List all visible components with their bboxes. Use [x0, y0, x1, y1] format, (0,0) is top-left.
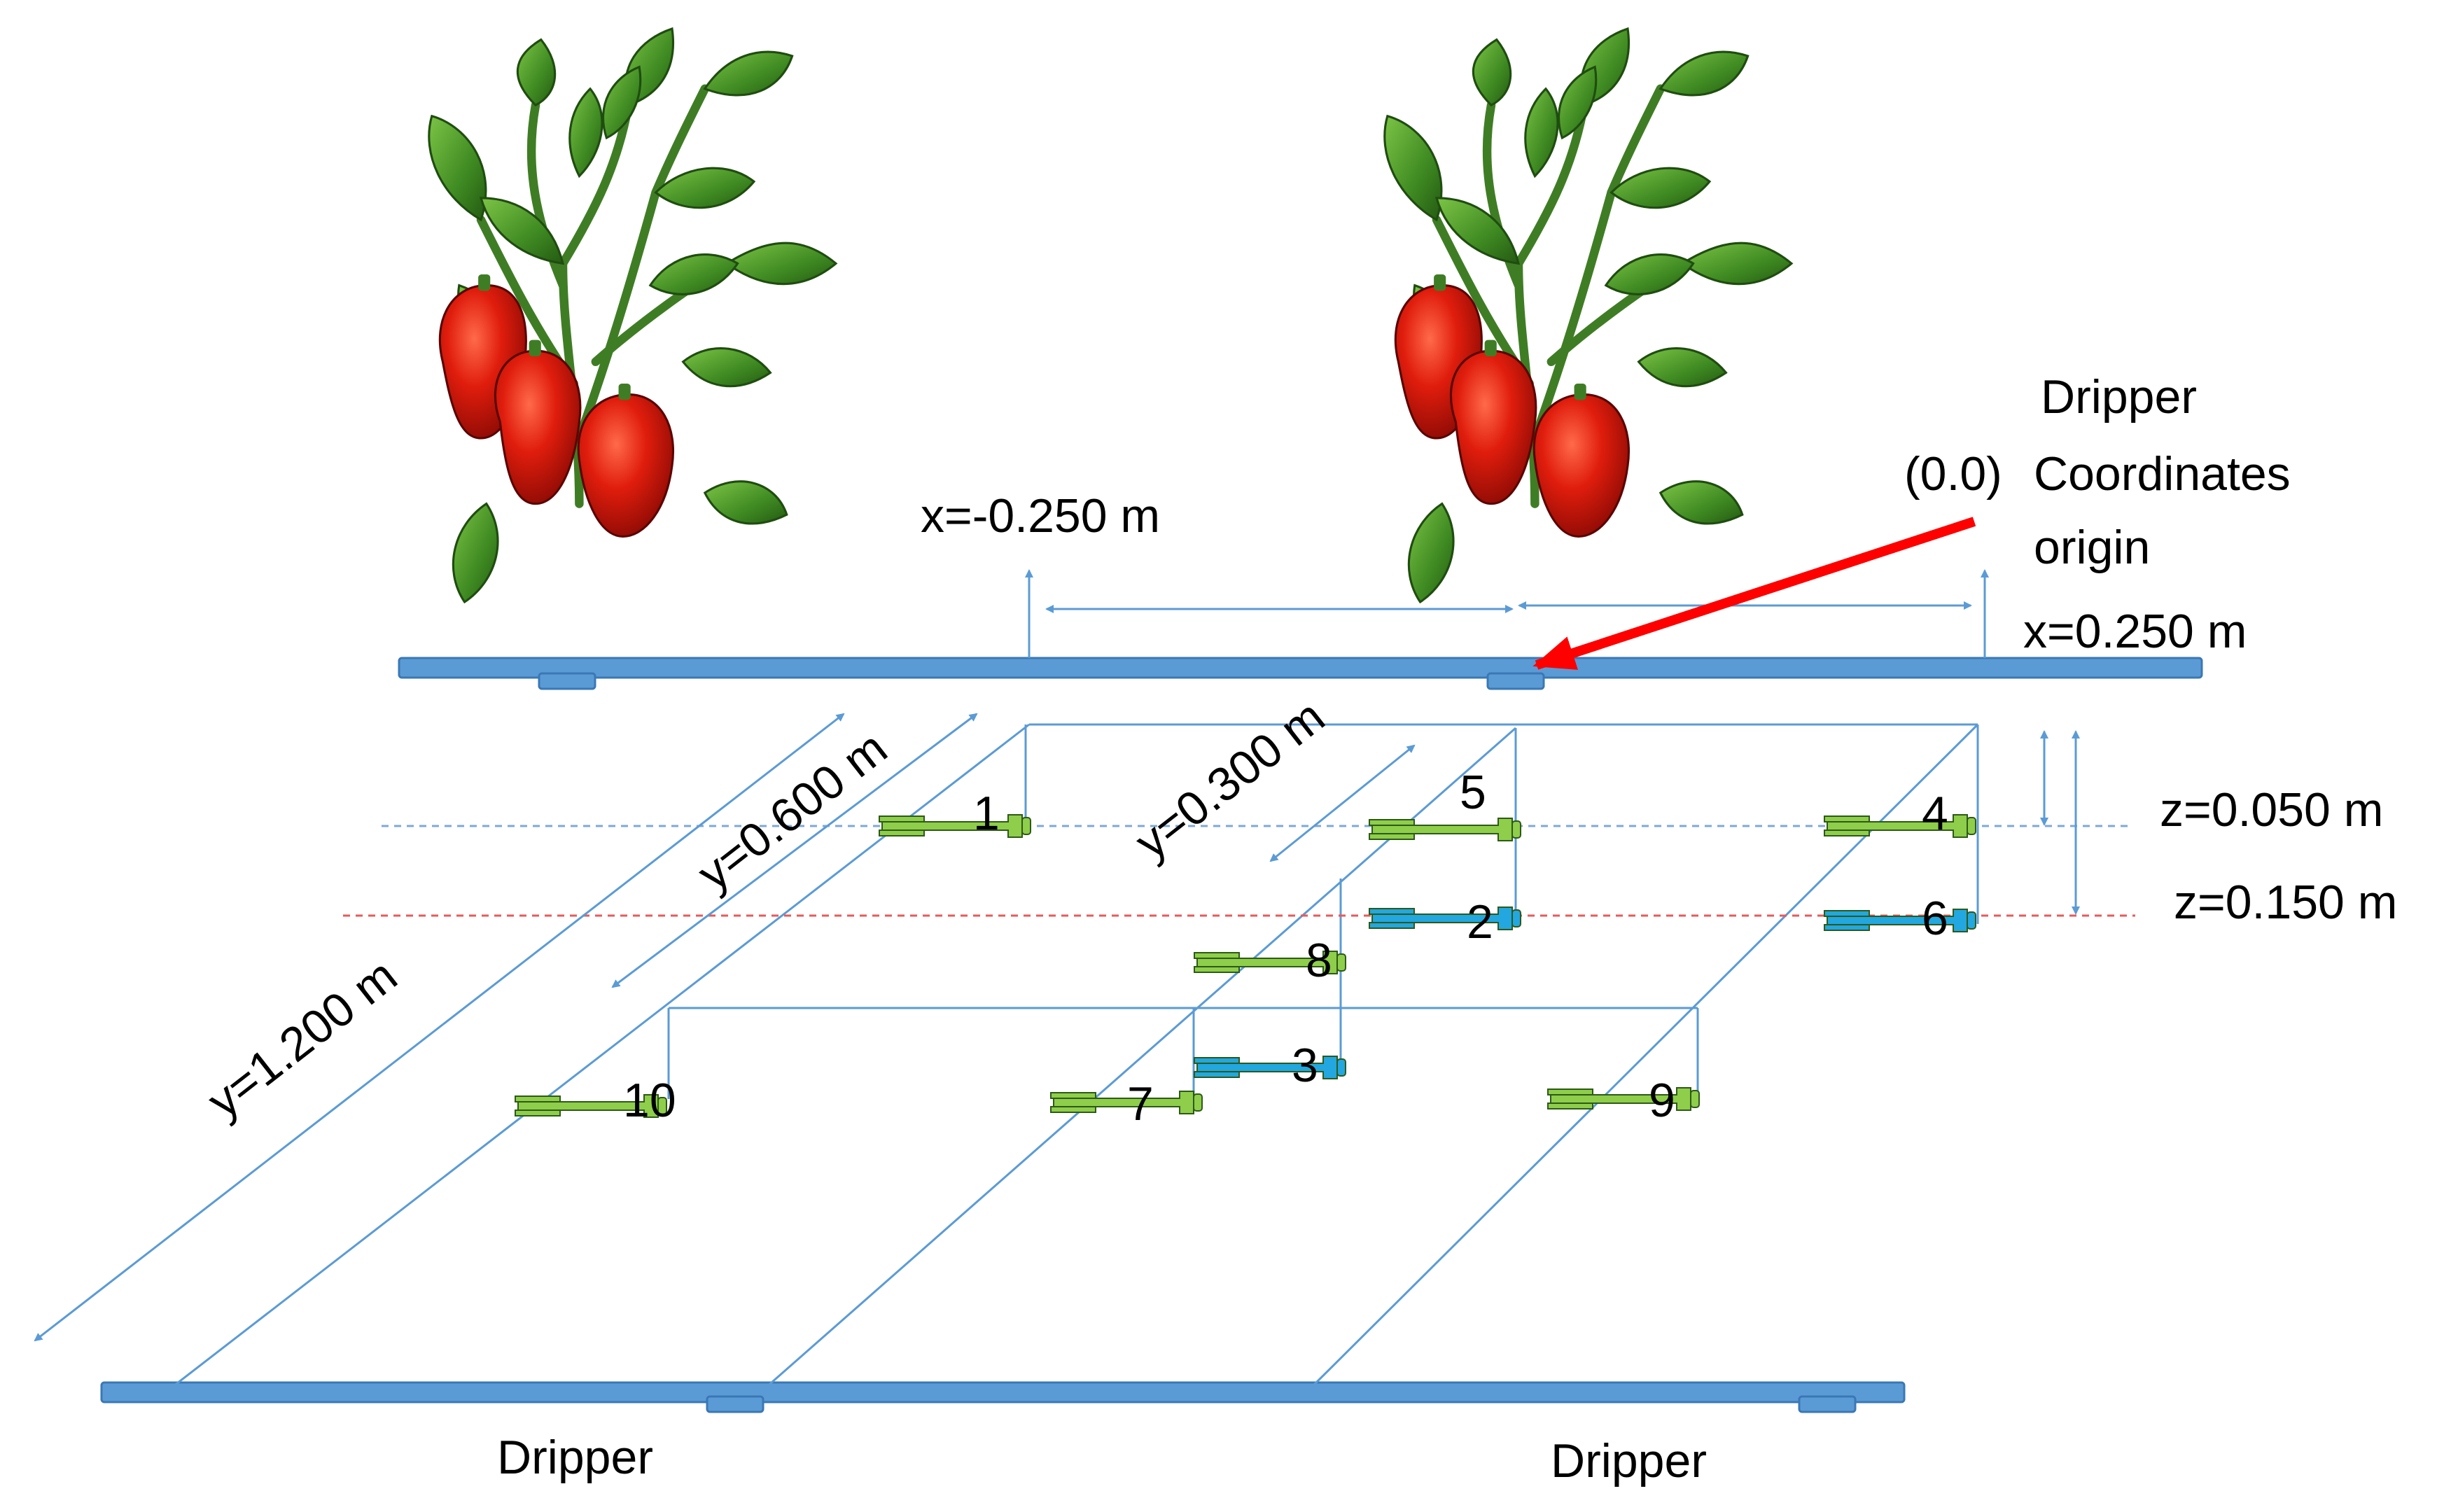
layout-grid-lines	[164, 723, 1979, 1394]
dimension-arrows	[34, 569, 2080, 1342]
sensor-label-3: 3	[1292, 1039, 1318, 1092]
soil-sensors: 1 2 3 4 5 6 7 8 9 10	[515, 766, 1976, 1130]
sensor-probe-6-icon	[1824, 909, 1976, 932]
pepper-plant-right-icon	[1385, 29, 1792, 602]
sensor-label-10: 10	[623, 1074, 676, 1127]
bottom-drip-line	[100, 1381, 1906, 1413]
pepper-plant-left-icon	[429, 29, 836, 602]
sensor-probe-4-icon	[1824, 814, 1976, 838]
y-1-2-arrow	[34, 713, 845, 1342]
dripper-origin	[1486, 672, 1545, 690]
dripper-bottom-right	[1798, 1395, 1857, 1413]
depth-reference-lines	[343, 825, 2135, 917]
label-coordinates: Coordinates	[2034, 447, 2291, 500]
label-dripper-bottom-left: Dripper	[497, 1431, 653, 1484]
sensor-label-5: 5	[1460, 766, 1486, 819]
sensor-probe-9-icon	[1547, 1087, 1700, 1111]
dripper-bottom-left	[706, 1395, 764, 1413]
sensor-probe-5-icon	[1369, 818, 1521, 841]
sensor-label-1: 1	[973, 787, 1000, 840]
sensor-label-9: 9	[1649, 1074, 1675, 1127]
top-drip-line	[398, 657, 2203, 690]
sensor-label-7: 7	[1127, 1077, 1154, 1130]
y-0-3-arrow	[1269, 744, 1416, 862]
label-x-pos: x=0.250 m	[2023, 605, 2247, 658]
sensor-label-8: 8	[1306, 934, 1332, 987]
label-y-1-2: y=1.200 m	[197, 948, 406, 1128]
origin-pointer	[1532, 517, 1976, 670]
label-dripper-bottom-right: Dripper	[1551, 1434, 1707, 1488]
sensor-probe-3-icon	[1194, 1056, 1346, 1079]
origin-arrow-icon	[1532, 517, 1976, 670]
sensor-probe-2-icon	[1369, 906, 1521, 930]
diagram-labels: Dripper (0.0) Coordinates origin x=-0.25…	[197, 370, 2397, 1488]
sensor-label-6: 6	[1922, 892, 1948, 945]
label-origin: origin	[2034, 521, 2150, 574]
sensor-label-2: 2	[1467, 895, 1493, 948]
bottom-drip-pipe	[100, 1381, 1906, 1404]
sensor-label-4: 4	[1922, 787, 1948, 840]
label-dripper-title: Dripper	[2041, 370, 2197, 424]
label-z-0-15: z=0.150 m	[2174, 876, 2397, 929]
label-z-0-05: z=0.050 m	[2160, 783, 2383, 836]
sensor-probe-7-icon	[1050, 1091, 1203, 1114]
dripper-top-left	[538, 672, 596, 690]
top-drip-pipe	[398, 657, 2203, 679]
sensor-probe-1-icon	[879, 814, 1031, 838]
label-origin-coordinate: (0.0)	[1904, 447, 2002, 500]
label-y-0-3: y=0.300 m	[1125, 690, 1334, 869]
label-x-neg: x=-0.250 m	[921, 489, 1160, 542]
